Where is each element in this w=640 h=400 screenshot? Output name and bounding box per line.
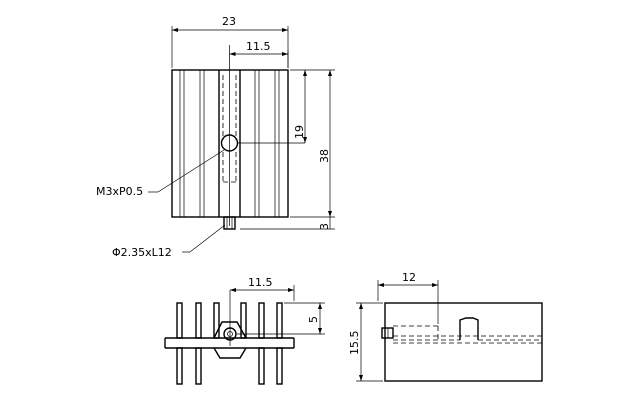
dim-right: 19 38 3 (240, 69, 335, 230)
dim-right-hole-label: 19 (293, 125, 306, 139)
dim-bottom-right-width: 12 (377, 271, 439, 324)
callout-thread-label: M3xP0.5 (96, 185, 143, 198)
dim-right-total-label: 38 (318, 149, 331, 163)
callout-pin-label: Φ2.35xL12 (112, 246, 172, 259)
dim-bottom-left-hole: 5 (237, 302, 325, 335)
dim-top-half-label: 11.5 (246, 40, 271, 53)
dim-bottom-left-half: 11.5 (230, 276, 295, 301)
pin (223, 216, 236, 230)
dim-top-width: 23 (171, 15, 289, 68)
dim-bottom-left-hole-label: 5 (307, 316, 320, 323)
callout-thread: M3xP0.5 (96, 149, 225, 198)
dim-bottom-right-width-label: 12 (402, 271, 416, 284)
callout-pin: Φ2.35xL12 (112, 224, 226, 259)
dim-bottom-right-height-label: 15.5 (348, 331, 361, 356)
end-view (164, 290, 295, 385)
front-body (171, 69, 289, 218)
dim-bottom-right-height: 15.5 (348, 302, 383, 382)
dim-right-pin-label: 3 (318, 223, 331, 230)
side-view (381, 302, 543, 382)
dim-bottom-left-half-label: 11.5 (248, 276, 273, 289)
side-screw (381, 327, 394, 339)
front-view (171, 45, 305, 230)
dim-top-half: 11.5 (229, 40, 289, 68)
side-body (384, 302, 543, 382)
dim-top-width-label: 23 (222, 15, 236, 28)
